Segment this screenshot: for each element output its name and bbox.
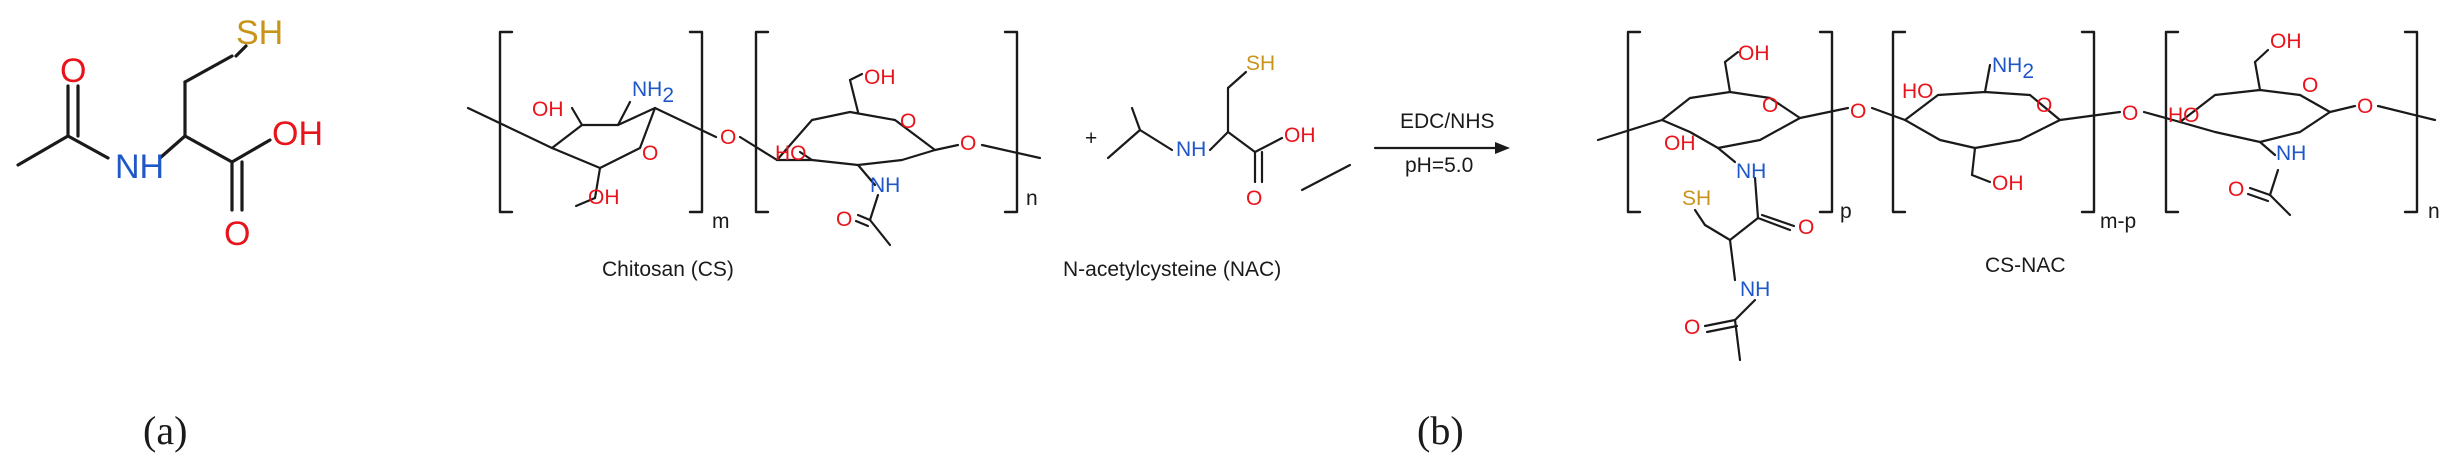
chitosan-acetyl-oxygen-label: O	[836, 208, 852, 231]
nac-structure-a	[16, 44, 272, 212]
product-subscript-mp: m-p	[2100, 210, 2136, 233]
product-unit3-nh-label: NH	[2276, 142, 2306, 165]
thiol-sh-label: SH	[236, 14, 283, 52]
chitosan-caption: Chitosan (CS)	[602, 258, 734, 281]
nac-acid-oxygen-label: O	[1246, 187, 1262, 210]
product-unit3-ho-label: HO	[2168, 104, 2200, 127]
product-unit3-ch2oh-label: OH	[2270, 30, 2302, 53]
chitosan-subscript-m: m	[712, 210, 730, 233]
product-acetyl-oxygen-label: O	[1684, 316, 1700, 339]
nac-nh-label: NH	[1176, 138, 1206, 161]
panel-b-label: (b)	[1417, 408, 1464, 453]
chitosan-ring2-oxygen-label: O	[900, 110, 916, 133]
product-link-oxygen-2-label: O	[2122, 102, 2138, 125]
hydroxyl-oh-label: OH	[272, 115, 323, 153]
chitosan-subscript-n: n	[1026, 187, 1038, 210]
chitosan-ring1-oxygen-label: O	[642, 142, 658, 165]
product-end-oxygen-label: O	[2357, 95, 2373, 118]
product-unit1-nh-label: NH	[1736, 160, 1766, 183]
product-unit3-acetyl-oxygen-label: O	[2228, 178, 2244, 201]
cs-nac-structure	[1596, 30, 2437, 362]
product-amide-oxygen-label: O	[1798, 216, 1814, 239]
acid-oxygen-label: O	[224, 215, 250, 253]
carbonyl-oxygen-label: O	[60, 52, 86, 90]
chitosan-ch2oh-label: OH	[588, 186, 620, 209]
nac-oh-label: OH	[1284, 124, 1316, 147]
reagent-label: EDC/NHS	[1400, 110, 1495, 133]
nac-sh-label: SH	[1246, 52, 1275, 75]
panel-a-label: (a)	[143, 408, 187, 453]
product-ring1-oxygen-label: O	[1762, 94, 1778, 117]
chitosan-oh-label: OH	[532, 98, 564, 121]
product-ring3-oxygen-label: O	[2302, 74, 2318, 97]
chitosan-unit2-nh-label: NH	[870, 174, 900, 197]
product-subscript-n: n	[2428, 200, 2440, 223]
product-unit2-nh2-label: NH2	[1992, 54, 2034, 83]
product-nac-nh-label: NH	[1740, 278, 1770, 301]
condition-label: pH=5.0	[1405, 154, 1473, 177]
chitosan-end-oxygen-label: O	[960, 132, 976, 155]
product-caption: CS-NAC	[1985, 254, 2066, 277]
reaction-arrow	[1373, 142, 1510, 154]
chitosan-nh2-label: NH2	[632, 78, 674, 107]
product-link-oxygen-1-label: O	[1850, 100, 1866, 123]
product-unit2-ho-label: HO	[1902, 80, 1934, 103]
product-unit1-oh-label: OH	[1664, 132, 1696, 155]
product-ring2-oxygen-label: O	[2036, 94, 2052, 117]
product-sh-label: SH	[1682, 187, 1711, 210]
plus-sign: +	[1085, 127, 1097, 150]
nac-caption: N-acetylcysteine (NAC)	[1063, 258, 1281, 281]
chitosan-unit2-ho-label: HO	[775, 142, 807, 165]
amine-nh-label: NH	[115, 148, 164, 186]
chitosan-structure	[466, 30, 1042, 247]
product-subscript-p: p	[1840, 200, 1852, 223]
chitosan-link-oxygen-label: O	[720, 126, 736, 149]
product-unit1-ch2oh-label: OH	[1738, 42, 1770, 65]
nac-structure-b	[1106, 70, 1352, 192]
product-unit2-ch2oh-label: OH	[1992, 172, 2024, 195]
chitosan-unit2-ch2oh-label: OH	[864, 66, 896, 89]
